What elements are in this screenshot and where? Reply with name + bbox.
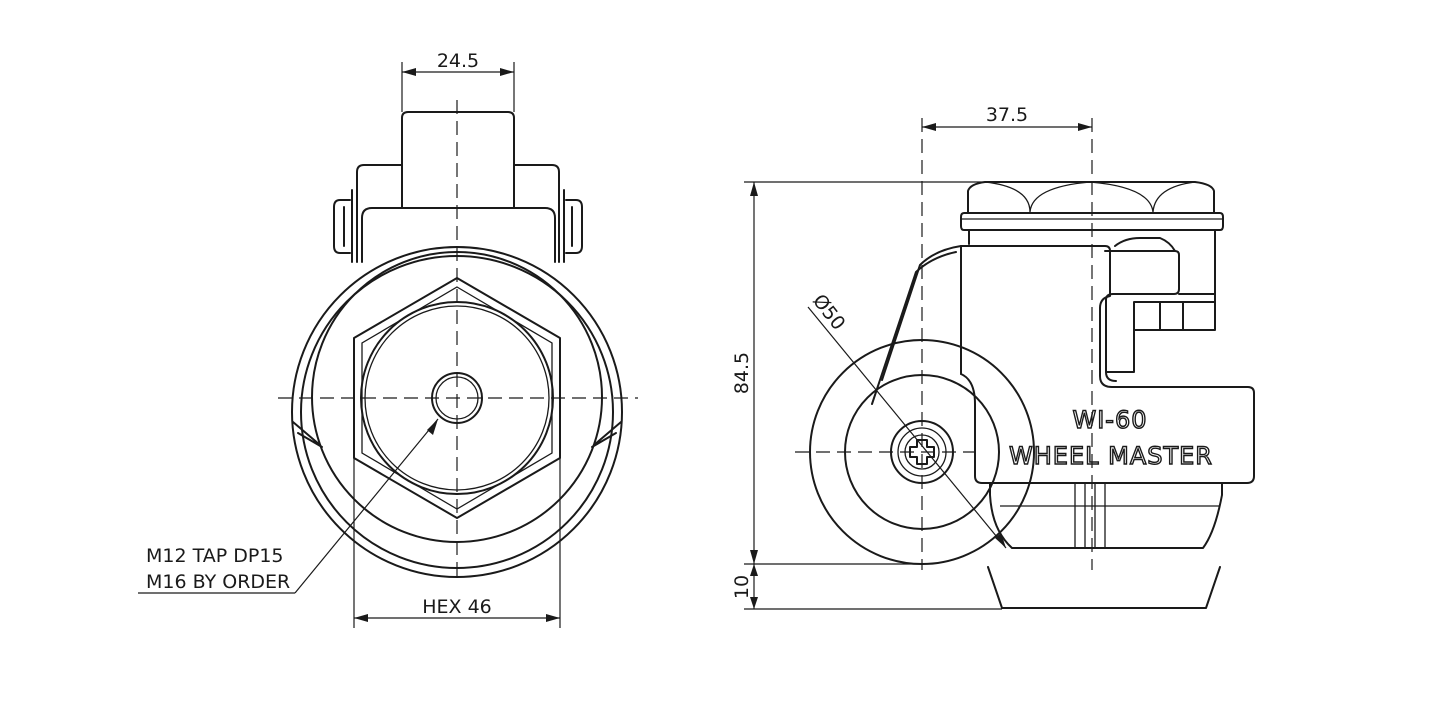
side-dim-base: 10 xyxy=(731,564,1002,610)
front-dim-hex-label: HEX 46 xyxy=(422,596,492,618)
side-floor-pad xyxy=(987,566,1221,609)
front-bracket xyxy=(356,164,560,263)
side-foot-pad xyxy=(989,482,1223,549)
side-washer xyxy=(960,212,1224,231)
front-view xyxy=(278,100,638,580)
front-axle-nut-left xyxy=(333,199,351,254)
front-stem xyxy=(401,111,515,208)
side-dim-diameter: Ø50 xyxy=(807,290,1007,549)
side-dim-height-label: 84.5 xyxy=(731,352,753,394)
side-swing-arm xyxy=(881,245,962,381)
front-axle-nut-right xyxy=(565,199,583,254)
note-line-1: M12 TAP DP15 xyxy=(146,545,284,567)
side-dim-offset-label: 37.5 xyxy=(986,104,1028,126)
side-view xyxy=(795,118,1255,609)
brand-label: WHEEL MASTER xyxy=(1009,442,1213,470)
note-line-2: M16 BY ORDER xyxy=(146,571,290,593)
front-dim-width-label: 24.5 xyxy=(437,50,479,72)
model-label: WI-60 xyxy=(1072,406,1147,434)
hex-nut xyxy=(353,277,561,519)
screw-cross xyxy=(909,439,935,465)
side-dim-diameter-label: Ø50 xyxy=(808,290,849,334)
front-dim-width: 24.5 xyxy=(401,50,515,112)
front-dim-hex: HEX 46 xyxy=(353,458,561,628)
side-dim-offset: 37.5 xyxy=(922,104,1092,131)
front-leader-note: M12 TAP DP15 M16 BY ORDER xyxy=(138,418,439,594)
side-dim-height: 84.5 xyxy=(731,181,985,565)
side-body xyxy=(968,229,1216,303)
side-dim-base-label: 10 xyxy=(731,575,753,599)
